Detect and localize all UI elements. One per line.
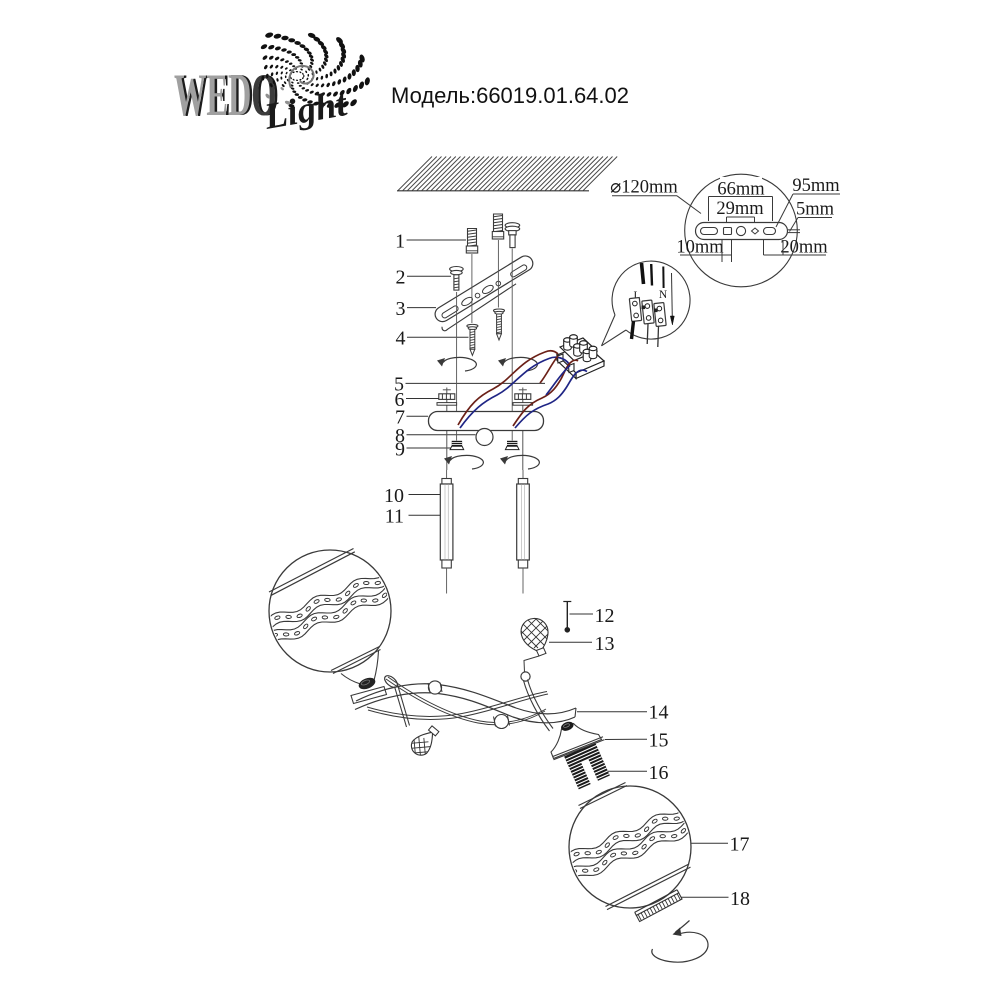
svg-text:17: 17 — [730, 834, 750, 856]
svg-text:95mm: 95mm — [792, 176, 840, 196]
svg-text:2: 2 — [396, 267, 406, 289]
svg-text:16: 16 — [649, 762, 669, 784]
svg-text:11: 11 — [385, 506, 404, 528]
svg-text:⌀120mm: ⌀120mm — [610, 178, 678, 198]
svg-text:13: 13 — [595, 633, 615, 655]
svg-text:12: 12 — [595, 605, 615, 627]
svg-text:Модель:66019.01.64.02: Модель:66019.01.64.02 — [391, 83, 629, 108]
svg-text:4: 4 — [396, 328, 406, 350]
svg-text:5mm: 5mm — [796, 200, 835, 220]
svg-text:1: 1 — [395, 230, 405, 252]
svg-text:14: 14 — [649, 702, 669, 724]
svg-text:15: 15 — [649, 730, 669, 752]
svg-text:N: N — [659, 289, 668, 301]
svg-text:18: 18 — [730, 888, 750, 910]
svg-text:66mm: 66mm — [717, 180, 765, 200]
svg-text:9: 9 — [395, 438, 405, 460]
svg-text:29mm: 29mm — [716, 199, 764, 219]
svg-text:3: 3 — [396, 298, 406, 320]
svg-text:10: 10 — [384, 485, 404, 507]
